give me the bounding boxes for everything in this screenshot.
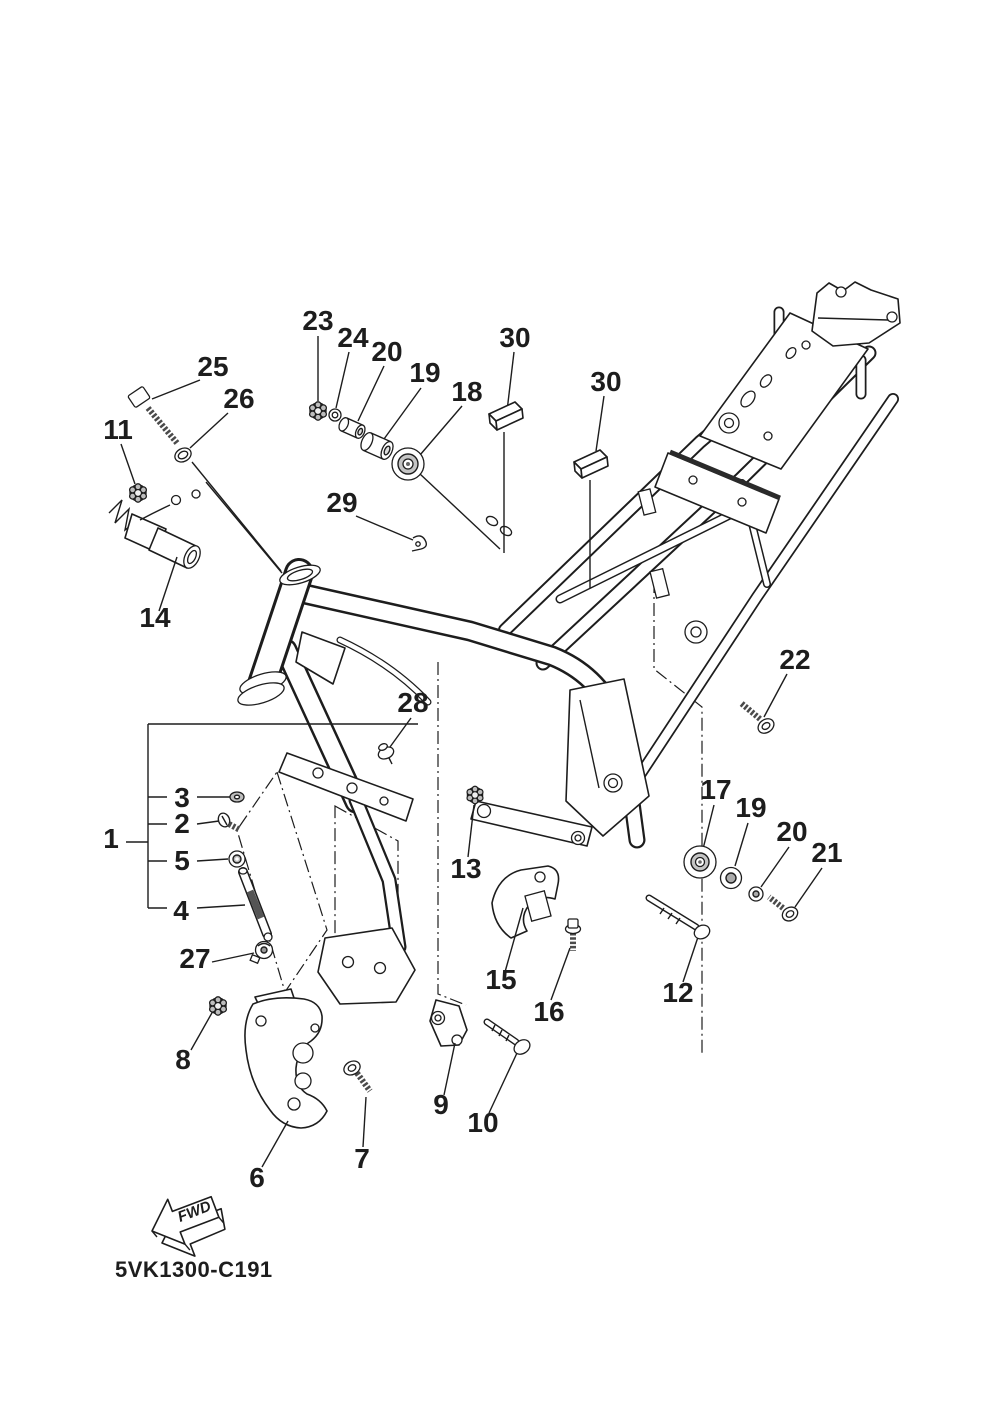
part-label-4: 4 xyxy=(173,895,189,926)
part-22-bolt xyxy=(739,700,775,734)
part-label-2: 2 xyxy=(174,808,190,839)
part-label-13: 13 xyxy=(450,853,481,884)
fwd-arrow: FWD xyxy=(151,1195,226,1257)
part-25-bolt xyxy=(127,386,180,445)
part-20-collar-top xyxy=(338,417,366,439)
part-label-19-top: 19 xyxy=(409,357,440,388)
part-label-7: 7 xyxy=(354,1143,370,1174)
part-20-collar-right xyxy=(748,886,764,902)
part-label-12: 12 xyxy=(662,977,693,1008)
part-17-damper xyxy=(683,845,717,879)
part-label-1: 1 xyxy=(103,823,119,854)
part-28-bolt xyxy=(377,743,395,765)
part-13-nut xyxy=(466,785,484,805)
part-label-20-top: 20 xyxy=(371,336,402,367)
part-label-19-right: 19 xyxy=(735,792,766,823)
part-2-screw xyxy=(217,812,242,833)
part-label-6: 6 xyxy=(249,1162,265,1193)
part-label-10: 10 xyxy=(467,1107,498,1138)
part-19-collar-top xyxy=(360,431,394,461)
part-label-9: 9 xyxy=(433,1089,449,1120)
part-5-grommet xyxy=(228,850,246,868)
part-16-bolt xyxy=(564,918,582,951)
part-label-5: 5 xyxy=(174,845,190,876)
part-labels: 23 24 20 19 18 30 30 25 26 11 14 29 28 2… xyxy=(103,305,842,1193)
part-12-bolt xyxy=(645,894,711,940)
diagram-code: 5VK1300-C191 xyxy=(115,1257,273,1282)
part-label-11: 11 xyxy=(103,414,133,445)
part-30-pad-a xyxy=(488,401,524,431)
part-label-30-a: 30 xyxy=(499,322,530,353)
part-27-clamp xyxy=(249,940,274,965)
part-label-25: 25 xyxy=(197,351,228,382)
part-18-damper xyxy=(391,447,425,481)
part-label-27: 27 xyxy=(179,943,210,974)
part-3-washer xyxy=(229,791,245,803)
part-10-bolt xyxy=(483,1018,531,1055)
part-label-17: 17 xyxy=(700,774,731,805)
frame-drawing xyxy=(108,281,901,1129)
part-19-collar-right xyxy=(719,866,743,890)
part-7-bolt xyxy=(343,1060,373,1093)
part-label-26: 26 xyxy=(223,383,254,414)
part-label-20-right: 20 xyxy=(776,816,807,847)
part-4-rod xyxy=(238,867,273,942)
part-23-nut xyxy=(308,401,328,421)
part-8-nut xyxy=(208,996,228,1016)
part-label-14: 14 xyxy=(139,602,171,633)
part-label-28: 28 xyxy=(397,687,428,718)
part-label-8: 8 xyxy=(175,1044,191,1075)
part-label-16: 16 xyxy=(533,996,564,1027)
part-glyphs xyxy=(127,386,799,1093)
part-label-23: 23 xyxy=(302,305,333,336)
part-label-18: 18 xyxy=(451,376,482,407)
part-24-washer xyxy=(328,408,342,422)
part-label-30-b: 30 xyxy=(590,366,621,397)
part-label-15: 15 xyxy=(485,964,516,995)
part-30-pad-b xyxy=(573,449,609,479)
part-label-29: 29 xyxy=(326,487,357,518)
part-29-clip xyxy=(411,535,428,552)
leader-lines xyxy=(120,336,823,1168)
part-label-21: 21 xyxy=(811,837,842,868)
part-label-3: 3 xyxy=(174,782,190,813)
part-21-bolt xyxy=(767,894,799,922)
part-label-24: 24 xyxy=(337,322,369,353)
part-11-nut xyxy=(128,483,148,503)
part-label-22: 22 xyxy=(779,644,810,675)
part-26-o-ring xyxy=(174,447,192,463)
